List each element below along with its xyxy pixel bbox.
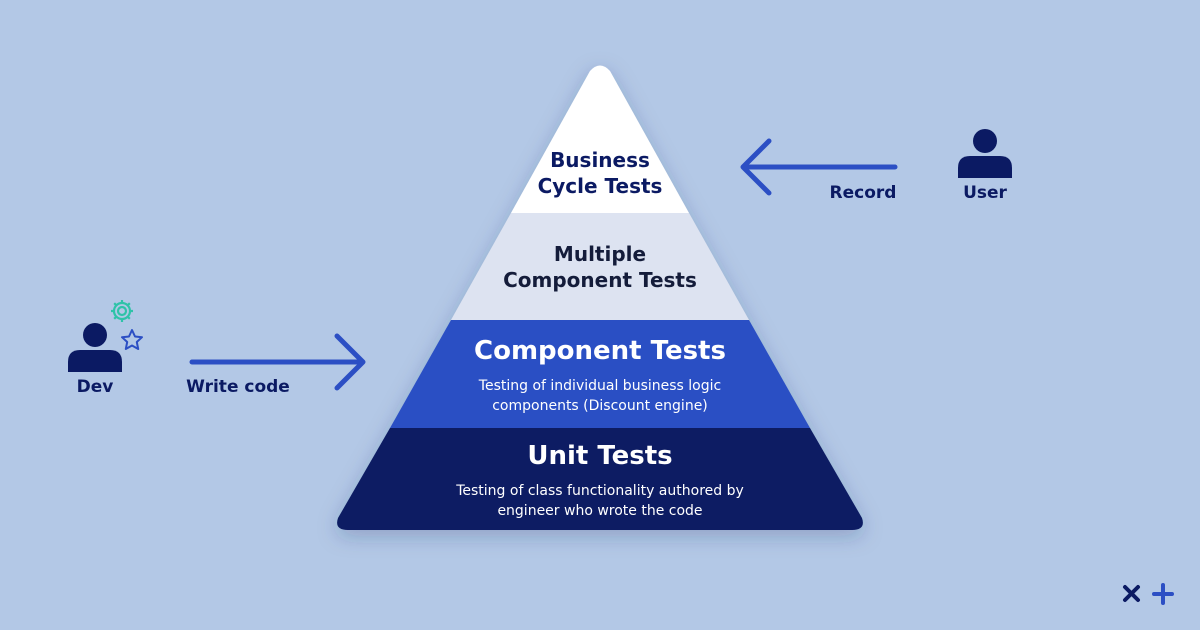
pyramid-level-component xyxy=(390,320,810,428)
arrow-right-icon xyxy=(189,333,366,391)
dev-person-icon xyxy=(68,323,122,372)
unit-tests-description: Testing of class functionality authored … xyxy=(456,483,744,519)
star-icon xyxy=(121,329,143,350)
user-label: User xyxy=(963,183,1007,203)
user-person-icon xyxy=(958,129,1012,178)
close-icon xyxy=(1123,585,1140,602)
record-label: Record xyxy=(829,183,897,203)
component-tests-description: Testing of individual business logic com… xyxy=(478,378,722,414)
gear-icon xyxy=(111,300,133,322)
pyramid-level-multiple-component xyxy=(451,213,749,320)
pyramid-level-business-cycle xyxy=(511,65,689,213)
component-tests-title: Component Tests xyxy=(474,336,726,366)
pyramid-level-unit xyxy=(337,428,863,530)
plus-icon xyxy=(1152,583,1174,605)
write-code-label: Write code xyxy=(186,377,290,397)
dev-label: Dev xyxy=(76,377,114,397)
arrow-left-icon xyxy=(740,138,898,196)
unit-tests-title: Unit Tests xyxy=(527,441,673,471)
pyramid xyxy=(337,65,863,530)
